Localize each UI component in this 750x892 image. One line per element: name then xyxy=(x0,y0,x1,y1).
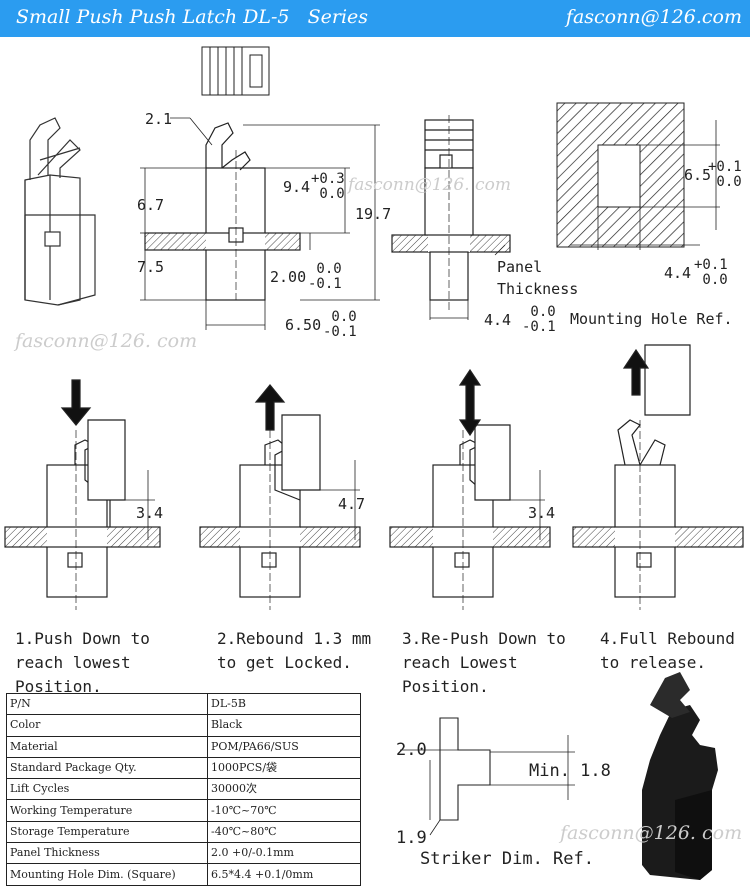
step-dims xyxy=(125,460,545,540)
dim-4-4: 4.4 xyxy=(484,311,512,329)
spec-value: POM/PA66/SUS xyxy=(207,735,361,758)
top-view xyxy=(201,46,270,96)
striker-drawing xyxy=(400,717,575,836)
table-row: Standard Package Qty.1000PCS/袋 xyxy=(6,756,361,780)
table-row: Storage Temperature-40℃~80℃ xyxy=(6,820,361,844)
step-drawings xyxy=(4,344,744,610)
spec-value: Black xyxy=(207,714,361,737)
spec-value: DL-5B xyxy=(207,692,361,716)
spec-key: Lift Cycles xyxy=(6,778,208,801)
spec-key: Mounting Hole Dim. (Square) xyxy=(6,863,208,886)
spec-key: Storage Temperature xyxy=(6,820,208,844)
mounting-hole-ref: Mounting Hole Ref. xyxy=(570,310,733,328)
hole-dim-6-5: 6.5 xyxy=(684,166,712,184)
hole-dim-4-4: 4.4 xyxy=(664,264,692,282)
watermark-2: fasconn@126. com xyxy=(15,330,198,352)
step-dim-3-4-a: 3.4 xyxy=(136,504,164,522)
dim-9-4: 9.4 xyxy=(283,178,311,196)
step-4-text: 4.Full Rebound to release. xyxy=(600,629,735,672)
dim-9-4-tol: +0.3 0.0 xyxy=(311,171,345,202)
spec-value: 1000PCS/袋 xyxy=(207,756,361,780)
front-view xyxy=(391,115,511,320)
step-1-text: 1.Push Down to reach lowest Position. xyxy=(15,629,150,696)
table-row: Working Temperature-10℃~70℃ xyxy=(6,799,361,822)
spec-key: Material xyxy=(6,735,208,758)
panel-thickness-label: Panel Thickness xyxy=(497,258,579,298)
latch-render xyxy=(642,672,718,880)
dim-6-7: 6.7 xyxy=(137,196,165,214)
iso-latch-drawing xyxy=(24,117,96,306)
page-title: Small Push Push Latch DL-5 Series xyxy=(16,6,369,28)
side-dims xyxy=(140,117,380,330)
spec-value: 2.0 +0/-0.1mm xyxy=(207,842,361,865)
header-bar: Small Push Push Latch DL-5 Series fascon… xyxy=(0,0,750,37)
side-view xyxy=(144,122,301,301)
dim-2-00-tol: 0.0 -0.1 xyxy=(308,261,342,292)
striker-label: Striker Dim. Ref. xyxy=(420,849,594,869)
mounting-hole-drawing xyxy=(556,102,720,250)
spec-key: Panel Thickness xyxy=(6,842,208,865)
step-3-text: 3.Re-Push Down to reach Lowest Position. xyxy=(402,629,566,696)
spec-value: 30000次 xyxy=(207,778,361,801)
spec-value: -10℃~70℃ xyxy=(207,799,361,822)
dim-4-4-tol: 0.0 -0.1 xyxy=(522,304,556,335)
hole-dim-4-4-tol: +0.1 0.0 xyxy=(694,257,728,288)
spec-key: Working Temperature xyxy=(6,799,208,822)
striker-dim-2-0: 2.0 xyxy=(396,740,427,760)
dim-19-7: 19.7 xyxy=(355,205,392,223)
striker-dim-1-9: 1.9 xyxy=(396,828,427,848)
striker-dim-1-8: Min. 1.8 xyxy=(529,761,611,781)
watermark-1: fasconn@126. com xyxy=(348,175,511,195)
step-2-text: 2.Rebound 1.3 mm to get Locked. xyxy=(217,629,372,672)
watermark-3: fasconn@126. com xyxy=(560,822,743,844)
dim-2-1: 2.1 xyxy=(145,110,173,128)
header-watermark: fasconn@126.com xyxy=(565,6,742,28)
dim-2-00: 2.00 xyxy=(270,268,307,286)
table-row: Mounting Hole Dim. (Square)6.5*4.4 +0.1/… xyxy=(6,863,361,886)
hole-dim-6-5-tol: +0.1 0.0 xyxy=(708,159,742,190)
spec-key: Color xyxy=(6,714,208,737)
spec-key: Standard Package Qty. xyxy=(6,756,208,780)
step-dim-3-4-b: 3.4 xyxy=(528,504,556,522)
spec-value: -40℃~80℃ xyxy=(207,820,361,844)
dim-6-50: 6.50 xyxy=(285,316,322,334)
dim-7-5: 7.5 xyxy=(137,258,165,276)
spec-value: 6.5*4.4 +0.1/0mm xyxy=(207,863,361,886)
step-dim-4-7: 4.7 xyxy=(338,495,366,513)
spec-key: P/N xyxy=(6,692,208,716)
dim-6-50-tol: 0.0 -0.1 xyxy=(323,309,357,340)
